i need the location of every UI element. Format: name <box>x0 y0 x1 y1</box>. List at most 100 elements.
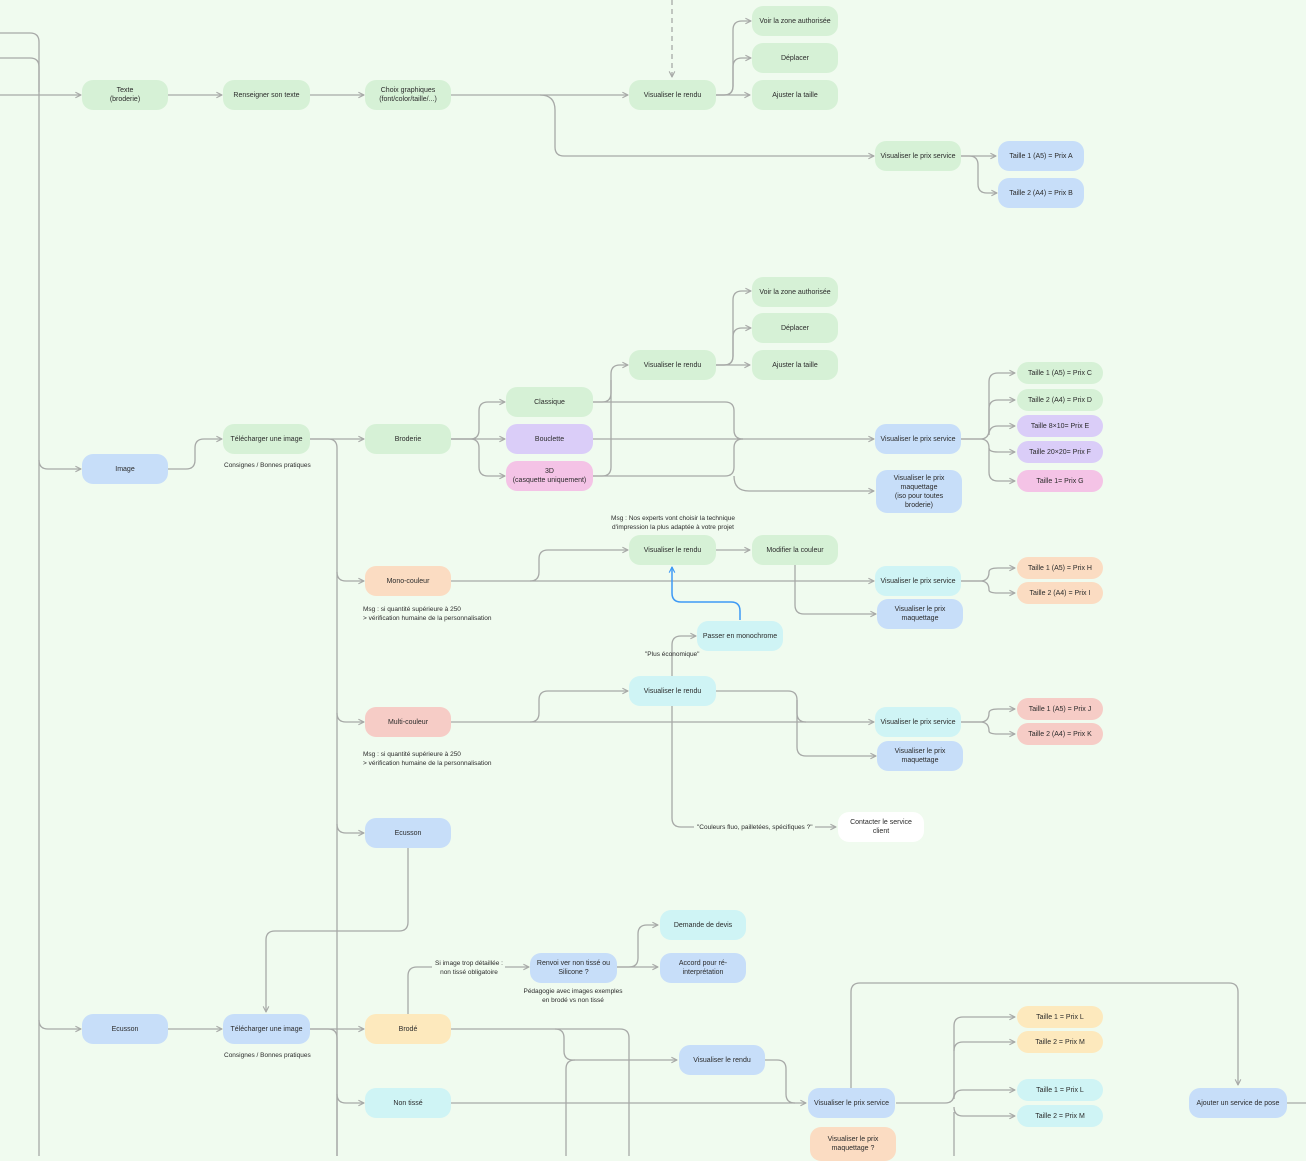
connector <box>593 438 744 477</box>
connector <box>671 636 696 706</box>
connector <box>310 438 338 1156</box>
connector <box>961 580 1015 593</box>
visualiser-prix-service-node[interactable]: Visualiser le prix service <box>875 566 961 596</box>
taille-prix-g-node[interactable]: Taille 1= Prix G <box>1017 470 1103 492</box>
voir-zone-node[interactable]: Voir la zone authorisée <box>752 277 838 307</box>
multi-couleur-node[interactable]: Multi-couleur <box>365 707 451 737</box>
taille-prix-h-node[interactable]: Taille 1 (A5) = Prix H <box>1017 557 1103 579</box>
plus-economique-note: "Plus économique" <box>645 651 700 658</box>
ajuster-taille-node[interactable]: Ajuster la taille <box>752 350 838 380</box>
connector <box>796 700 807 723</box>
image-node[interactable]: Image <box>82 454 168 484</box>
renvoi-node[interactable]: Renvoi ver non tissé ou Silicone ? <box>530 953 617 983</box>
visualiser-prix-service-node[interactable]: Visualiser le prix service <box>808 1088 895 1118</box>
taille-prix-c-node[interactable]: Taille 1 (A5) = Prix C <box>1017 362 1103 384</box>
connector <box>336 571 364 581</box>
connector <box>988 426 1015 436</box>
pedagogie-note: Pédagogie avec images exemples en brodé … <box>523 988 623 1004</box>
connector <box>266 848 409 1012</box>
connector <box>451 402 505 440</box>
visualiser-prix-service-node[interactable]: Visualiser le prix service <box>875 141 961 171</box>
image-detaillee-note: Si image trop détaillée : non tissé obli… <box>435 960 503 976</box>
connector <box>953 1042 1015 1052</box>
choix-graphiques-node[interactable]: Choix graphiques (font/color/taille/...) <box>365 80 451 110</box>
connector <box>529 691 628 723</box>
connector <box>953 1090 1015 1100</box>
connector <box>953 1106 1015 1116</box>
deplacer-node[interactable]: Déplacer <box>752 43 838 73</box>
ecusson-node[interactable]: Ecusson <box>82 1014 168 1044</box>
connector <box>716 58 751 96</box>
visualiser-rendu-texte-node[interactable]: Visualiser le rendu <box>629 80 716 110</box>
taille-prix-m-node[interactable]: Taille 2 = Prix M <box>1017 1105 1103 1127</box>
visualiser-prix-maquettage-node[interactable]: Visualiser le prix maquettage (iso pour … <box>876 470 962 513</box>
connector <box>961 373 1015 440</box>
visualiser-prix-service-node[interactable]: Visualiser le prix service <box>875 707 961 737</box>
deplacer-node[interactable]: Déplacer <box>752 313 838 343</box>
broderie-node[interactable]: Broderie <box>365 424 451 454</box>
visualiser-prix-service-node[interactable]: Visualiser le prix service <box>875 424 961 454</box>
accord-reinterpretation-node[interactable]: Accord pour ré- interprétation <box>660 953 746 983</box>
taille-prix-d-node[interactable]: Taille 2 (A4) = Prix D <box>1017 389 1103 411</box>
3d-node[interactable]: 3D (casquette uniquement) <box>506 461 593 491</box>
ecusson-image-node[interactable]: Ecusson <box>365 818 451 848</box>
connector <box>168 439 222 470</box>
connector <box>0 57 40 92</box>
visualiser-rendu-multi-node[interactable]: Visualiser le rendu <box>629 676 716 706</box>
mono-couleur-node[interactable]: Mono-couleur <box>365 566 451 596</box>
telecharger-image-ecusson-node[interactable]: Télécharger une image <box>223 1014 310 1044</box>
voir-zone-node[interactable]: Voir la zone authorisée <box>752 6 838 36</box>
connector <box>310 1028 338 1156</box>
connector <box>565 1059 576 1156</box>
connector <box>336 1093 364 1103</box>
demande-devis-node[interactable]: Demande de devis <box>660 910 746 940</box>
connector <box>407 966 432 1014</box>
taille-prix-f-node[interactable]: Taille 20×20= Prix F <box>1017 441 1103 463</box>
taille-prix-b-node[interactable]: Taille 2 (A4) = Prix B <box>998 178 1084 208</box>
taille-prix-l-node[interactable]: Taille 1 = Prix L <box>1017 1079 1103 1101</box>
brode-node[interactable]: Brodé <box>365 1014 451 1044</box>
couleurs-fluo-note: "Couleurs fluo, pailletées, spécifiques … <box>697 824 813 831</box>
taille-prix-m-node[interactable]: Taille 2 = Prix M <box>1017 1031 1103 1053</box>
taille-prix-l-node[interactable]: Taille 1 = Prix L <box>1017 1006 1103 1028</box>
ajouter-service-pose-node[interactable]: Ajouter un service de pose <box>1189 1088 1287 1118</box>
bouclette-node[interactable]: Bouclette <box>506 424 593 454</box>
connector <box>961 155 997 193</box>
visualiser-prix-maquettage-node[interactable]: Visualiser le prix maquettage ? <box>810 1127 896 1161</box>
taille-prix-e-node[interactable]: Taille 8×10= Prix E <box>1017 415 1103 437</box>
connector <box>593 380 612 477</box>
contacter-service-client-node[interactable]: Contacter le service client <box>838 812 924 842</box>
renseigner-texte-node[interactable]: Renseigner son texte <box>223 80 310 110</box>
connector <box>733 475 874 491</box>
connector <box>38 1019 81 1029</box>
consignes-note: Consignes / Bonnes pratiques <box>224 1052 311 1059</box>
connector <box>336 823 364 833</box>
taille-prix-j-node[interactable]: Taille 1 (A5) = Prix J <box>1017 698 1103 720</box>
classique-node[interactable]: Classique <box>506 387 593 417</box>
visualiser-prix-maquettage-node[interactable]: Visualiser le prix maquettage <box>877 741 963 771</box>
connector <box>988 448 1015 481</box>
connector <box>794 565 876 614</box>
connector <box>451 1028 630 1156</box>
visualiser-rendu-ecusson-node[interactable]: Visualiser le rendu <box>679 1045 765 1075</box>
telecharger-image-node[interactable]: Télécharger une image <box>223 424 310 454</box>
connector <box>38 459 81 469</box>
visualiser-prix-maquettage-node[interactable]: Visualiser le prix maquettage <box>877 599 963 629</box>
taille-prix-k-node[interactable]: Taille 2 (A4) = Prix K <box>1017 723 1103 745</box>
ajuster-taille-node[interactable]: Ajuster la taille <box>752 80 838 110</box>
connector <box>617 925 658 968</box>
taille-prix-i-node[interactable]: Taille 2 (A4) = Prix I <box>1017 582 1103 604</box>
taille-prix-a-node[interactable]: Taille 1 (A5) = Prix A <box>998 141 1084 171</box>
connector <box>593 401 744 440</box>
texte-node[interactable]: Texte (broderie) <box>82 80 168 110</box>
visualiser-rendu-mono-node[interactable]: Visualiser le rendu <box>629 535 716 565</box>
connector <box>961 721 1015 734</box>
connector <box>0 32 40 1156</box>
modifier-couleur-node[interactable]: Modifier la couleur <box>752 535 838 565</box>
passer-monochrome-node[interactable]: Passer en monochrome <box>697 621 783 651</box>
connector <box>988 400 1015 430</box>
connector <box>716 328 751 366</box>
non-tisse-node[interactable]: Non tissé <box>365 1088 451 1118</box>
visualiser-rendu-broderie-node[interactable]: Visualiser le rendu <box>629 350 716 380</box>
